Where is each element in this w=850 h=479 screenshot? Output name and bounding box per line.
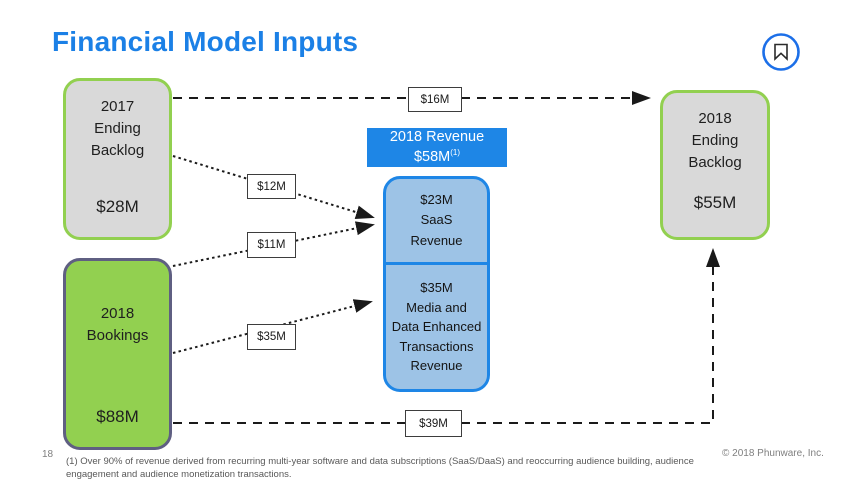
node-value: $88M xyxy=(96,407,139,426)
revenue-header-line2: $58M(1) xyxy=(413,147,461,165)
flow-label-35m: $35M xyxy=(247,324,296,350)
revenue-header-line1: 2018 Revenue xyxy=(389,129,485,146)
node-value: $28M xyxy=(96,197,139,216)
phunware-logo-icon xyxy=(760,31,802,73)
footnote-ref: (1) xyxy=(450,147,461,157)
flow-label-11m: $11M xyxy=(247,232,296,258)
flow-label-39m: $39M xyxy=(405,410,462,437)
node-2018-ending-backlog: 2018 Ending Backlog $55M xyxy=(660,90,770,240)
node-2018-bookings: 2018 Bookings $88M xyxy=(63,258,172,450)
node-value: $55M xyxy=(693,193,737,212)
flow-label-16m: $16M xyxy=(408,87,462,112)
page-number: 18 xyxy=(42,449,54,460)
footnote-text: (1) Over 90% of revenue derived from rec… xyxy=(66,456,694,479)
segment-saas-revenue: $23M SaaS Revenue xyxy=(386,179,487,265)
revenue-2018-header: 2018 Revenue $58M(1) xyxy=(367,128,507,167)
segment-media-data-revenue: $35M Media and Data Enhanced Transaction… xyxy=(391,280,482,374)
slide-title: Financial Model Inputs xyxy=(52,26,359,57)
node-title: 2018 Bookings xyxy=(86,305,149,344)
node-title: 2018 Ending Backlog xyxy=(688,110,742,171)
node-2018-revenue-split: $23M SaaS Revenue $35M Media and Data En… xyxy=(383,176,490,392)
node-title: 2017 Ending Backlog xyxy=(90,98,145,159)
copyright-text: © 2018 Phunware, Inc. xyxy=(722,448,824,459)
flow-label-12m: $12M xyxy=(247,174,296,199)
node-2017-ending-backlog: 2017 Ending Backlog $28M xyxy=(63,78,172,240)
